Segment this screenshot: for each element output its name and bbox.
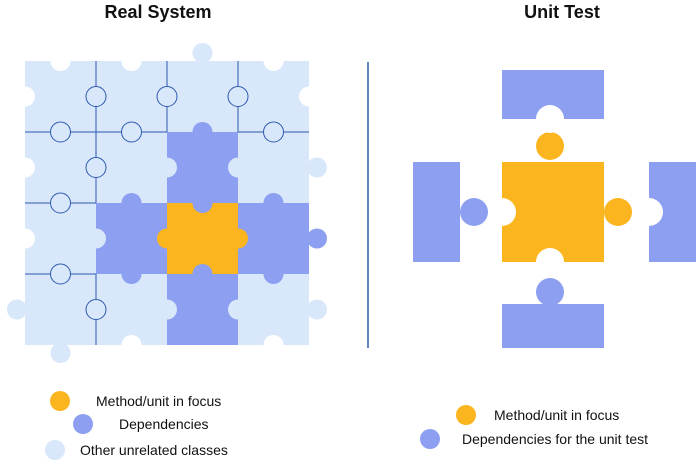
- puzzle-piece-dependency: [96, 203, 167, 274]
- puzzle-knob: [228, 228, 248, 249]
- puzzle-knob: [121, 193, 142, 213]
- unit-test-title: Unit Test: [524, 2, 600, 22]
- puzzle-notch: [299, 86, 319, 107]
- puzzle-knob: [228, 157, 248, 178]
- puzzle-knob: [536, 278, 564, 306]
- puzzle-piece-unrelated: [238, 61, 309, 132]
- puzzle-knob: [121, 264, 142, 284]
- unit-dependency-bottom: [502, 304, 604, 348]
- puzzle-knob-outer: [192, 43, 213, 63]
- puzzle-knob: [157, 228, 177, 249]
- legend-swatch-focus: [456, 405, 476, 425]
- puzzle-notch: [488, 198, 516, 226]
- legend-item-focus: Method/unit in focus: [50, 388, 221, 414]
- puzzle-knob: [263, 193, 284, 213]
- puzzle-piece-dependency: [167, 274, 238, 345]
- puzzle-piece-unrelated: [238, 274, 309, 345]
- legend-swatch-dependency: [73, 414, 93, 434]
- puzzle-notch: [536, 105, 564, 133]
- puzzle-knob: [50, 122, 71, 142]
- puzzle-knob: [263, 264, 284, 284]
- puzzle-notch: [635, 198, 663, 226]
- puzzle-knob-outer: [50, 343, 71, 363]
- puzzle-knob: [192, 122, 213, 142]
- puzzle-knob: [86, 157, 106, 178]
- puzzle-knob-outline: [156, 86, 178, 107]
- legend-swatch-dependency: [420, 429, 440, 449]
- puzzle-piece-dependency: [238, 203, 309, 274]
- legend-label-dependencies: Dependencies: [119, 416, 209, 432]
- puzzle-knob: [192, 264, 213, 284]
- legend-swatch-focus: [50, 391, 70, 411]
- puzzle-piece-unrelated: [96, 274, 167, 345]
- real-system-title: Real System: [104, 2, 212, 22]
- puzzle-piece-dependency: [167, 132, 238, 203]
- puzzle-knob: [157, 157, 177, 178]
- puzzle-knob: [50, 264, 71, 284]
- puzzle-knob-outline: [50, 121, 71, 143]
- legend-item-dependencies-unit-test: Dependencies for the unit test: [420, 426, 648, 452]
- puzzle-notch: [50, 51, 71, 71]
- puzzle-notch: [15, 86, 35, 107]
- puzzle-knob-outer: [307, 299, 327, 320]
- unit-focus-piece: [502, 162, 604, 262]
- puzzle-knob: [157, 86, 177, 107]
- puzzle-knob-outline: [85, 86, 107, 107]
- puzzle-knob: [50, 193, 71, 213]
- puzzle-piece-unrelated: [25, 203, 96, 274]
- puzzle-knob-outline: [227, 86, 249, 107]
- puzzle-notch: [121, 335, 142, 355]
- puzzle-piece-unrelated: [238, 132, 309, 203]
- puzzle-piece-unrelated: [25, 274, 96, 345]
- puzzle-piece-focus: [167, 203, 238, 274]
- unit-dependency-left: [413, 162, 460, 262]
- puzzle-knob: [86, 228, 106, 249]
- legend-item-dependencies: Dependencies: [73, 411, 209, 437]
- puzzle-knob: [536, 132, 564, 160]
- puzzle-knob: [460, 198, 488, 226]
- puzzle-knob-outline: [263, 121, 284, 143]
- puzzle-notch: [263, 51, 284, 71]
- real-system-puzzle: [7, 43, 327, 363]
- legend-item-focus-unit-test: Method/unit in focus: [456, 402, 619, 428]
- puzzle-knob: [604, 198, 632, 226]
- puzzle-piece-unrelated: [25, 61, 96, 132]
- puzzle-notch: [15, 228, 35, 249]
- puzzle-knob: [86, 299, 106, 320]
- puzzle-notch: [263, 335, 284, 355]
- puzzle-knob: [192, 193, 213, 213]
- puzzle-notch: [121, 51, 142, 71]
- puzzle-piece-unrelated: [167, 61, 238, 132]
- puzzle-knob-outline: [85, 299, 107, 320]
- puzzle-knob: [121, 122, 142, 142]
- unit-test-puzzle: [413, 70, 696, 348]
- puzzle-notch: [536, 248, 564, 276]
- puzzle-knob-outline: [50, 192, 71, 214]
- puzzle-notch: [15, 157, 35, 178]
- puzzle-knob-outline: [121, 121, 142, 143]
- puzzle-knob-outline: [85, 157, 107, 178]
- legend-label-dependencies-unit-test: Dependencies for the unit test: [462, 431, 649, 447]
- puzzle-knob-outer: [7, 299, 27, 320]
- puzzle-knob-outline: [50, 263, 71, 285]
- puzzle-piece-unrelated: [96, 132, 167, 203]
- puzzle-piece-unrelated: [96, 61, 167, 132]
- puzzle-knob: [228, 86, 248, 107]
- puzzle-knob: [86, 86, 106, 107]
- puzzle-knob-outer: [307, 157, 327, 178]
- legend-label-focus: Method/unit in focus: [96, 393, 222, 409]
- puzzle-knob: [157, 299, 177, 320]
- puzzle-knob: [263, 122, 284, 142]
- legend-item-unrelated: Other unrelated classes: [45, 437, 228, 463]
- legend-swatch-unrelated: [45, 440, 65, 460]
- legend-label-focus: Method/unit in focus: [494, 407, 620, 423]
- puzzle-piece-unrelated: [25, 132, 96, 203]
- legend-label-unrelated: Other unrelated classes: [80, 442, 228, 458]
- puzzle-knob-outer: [307, 228, 327, 249]
- puzzle-knob: [228, 299, 248, 320]
